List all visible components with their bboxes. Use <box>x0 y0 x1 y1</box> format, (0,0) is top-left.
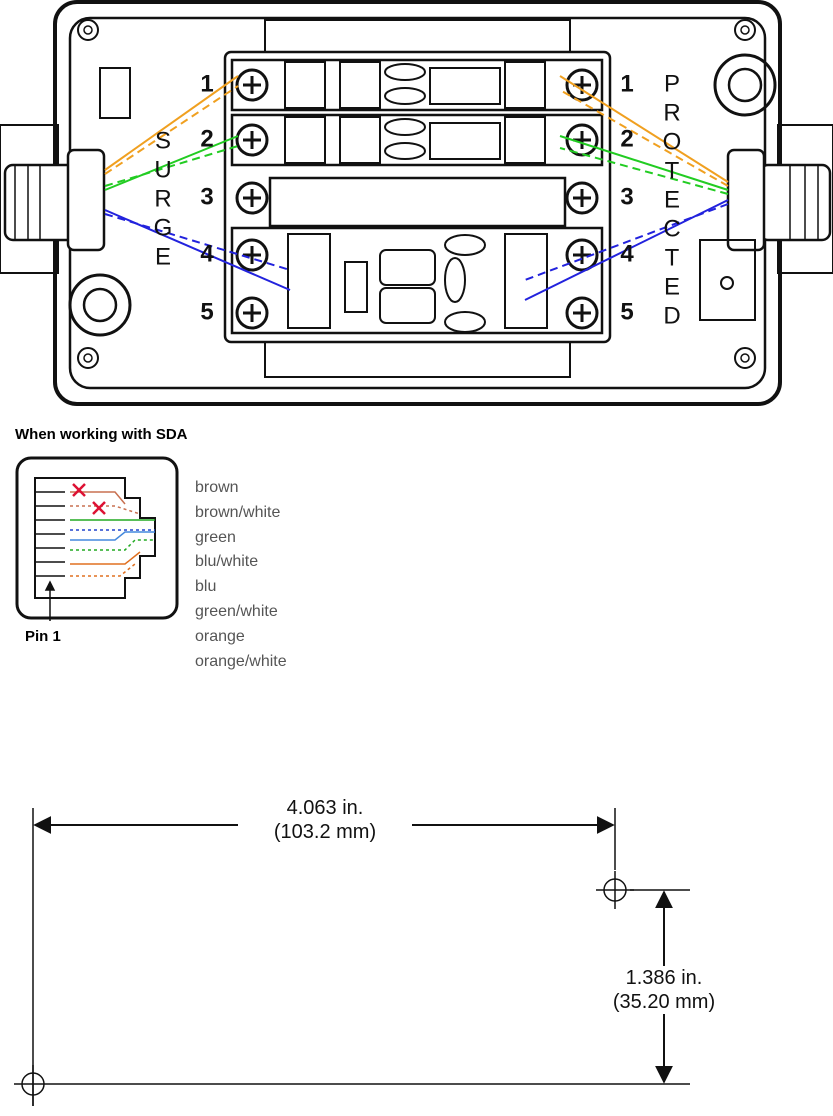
mounting-hole-top-left <box>78 20 98 40</box>
protected-letter: O <box>663 128 682 155</box>
terminal-screw <box>237 240 267 270</box>
pin-1-arrow <box>46 582 54 621</box>
wire-color-item: brown <box>195 476 287 501</box>
protected-letter: T <box>665 244 680 271</box>
protection-module-row-2 <box>232 115 602 165</box>
protected-letter: D <box>663 302 680 329</box>
left-terminal-number: 2 <box>200 125 213 152</box>
right-terminal-number: 5 <box>620 298 633 325</box>
protected-letter: P <box>664 70 680 97</box>
mounting-hole-symbol-bottom <box>14 1065 52 1106</box>
wire-color-item: brown/white <box>195 501 287 526</box>
rj45-wire-colors <box>70 492 155 576</box>
protected-letter: R <box>663 99 680 126</box>
ground-boss-left <box>70 275 130 335</box>
pin-1-label: Pin 1 <box>25 628 61 645</box>
right-terminal-number: 1 <box>620 70 633 97</box>
protected-letter: E <box>664 273 680 300</box>
rj45-jack-diagram <box>15 456 180 621</box>
right-tab <box>700 240 755 320</box>
right-terminal-numbers: 1 2 3 4 5 <box>620 70 634 325</box>
terminal-screw <box>567 183 597 213</box>
wire-color-list: brown brown/white green blu/white blu gr… <box>195 476 287 674</box>
rj45-jack-outline <box>35 478 155 598</box>
wire-color-item: orange/white <box>195 650 287 675</box>
horizontal-dimension-label: 4.063 in. (103.2 mm) <box>238 796 412 844</box>
left-terminal-number: 1 <box>200 70 213 97</box>
sda-title: When working with SDA <box>15 426 188 443</box>
left-terminal-number: 3 <box>200 183 213 210</box>
surge-letter: G <box>154 214 173 241</box>
terminal-screw <box>567 298 597 328</box>
mounting-hole-top-right <box>735 20 755 40</box>
protected-letter: E <box>664 186 680 213</box>
vertical-dimension-mm: (35.20 mm) <box>598 990 730 1014</box>
surge-letter: S <box>155 127 171 154</box>
left-tab <box>100 68 130 118</box>
left-terminal-number: 4 <box>200 240 214 267</box>
surge-letter: U <box>154 156 171 183</box>
terminal-screw <box>237 298 267 328</box>
blank-strip-row-3 <box>270 178 565 226</box>
vertical-dimension-label: 1.386 in. (35.20 mm) <box>598 966 730 1014</box>
mounting-hole-bottom-right <box>735 348 755 368</box>
surge-letter: R <box>154 185 171 212</box>
terminal-screw <box>237 183 267 213</box>
mounting-hole-bottom-left <box>78 348 98 368</box>
protected-letter: C <box>663 215 680 242</box>
protection-module-rows-4-5 <box>232 228 602 333</box>
terminal-screw <box>237 125 267 155</box>
terminal-screw <box>237 70 267 100</box>
mounting-hole-symbol-top <box>596 871 634 909</box>
right-terminal-number: 3 <box>620 183 633 210</box>
horizontal-dimension-mm: (103.2 mm) <box>238 820 412 844</box>
left-terminal-number: 5 <box>200 298 213 325</box>
unused-pin-x-marks <box>73 484 105 514</box>
wire-color-item: green <box>195 526 287 551</box>
vertical-dimension-inch: 1.386 in. <box>598 966 730 990</box>
terminal-board <box>225 52 610 342</box>
right-connector <box>728 150 830 250</box>
right-terminal-number: 2 <box>620 125 633 152</box>
horizontal-dimension-inch: 4.063 in. <box>238 796 412 820</box>
wire-color-item: blu/white <box>195 550 287 575</box>
protected-letter: T <box>665 157 680 184</box>
mounting-dimension-drawing <box>0 780 833 1116</box>
rj45-pins <box>35 492 65 576</box>
protection-module-row-1 <box>232 60 602 110</box>
wire-color-item: green/white <box>195 600 287 625</box>
left-connector <box>5 150 104 250</box>
wire-color-item: orange <box>195 625 287 650</box>
surge-letter: E <box>155 243 171 270</box>
wire-color-item: blu <box>195 575 287 600</box>
right-terminal-number: 4 <box>620 240 634 267</box>
